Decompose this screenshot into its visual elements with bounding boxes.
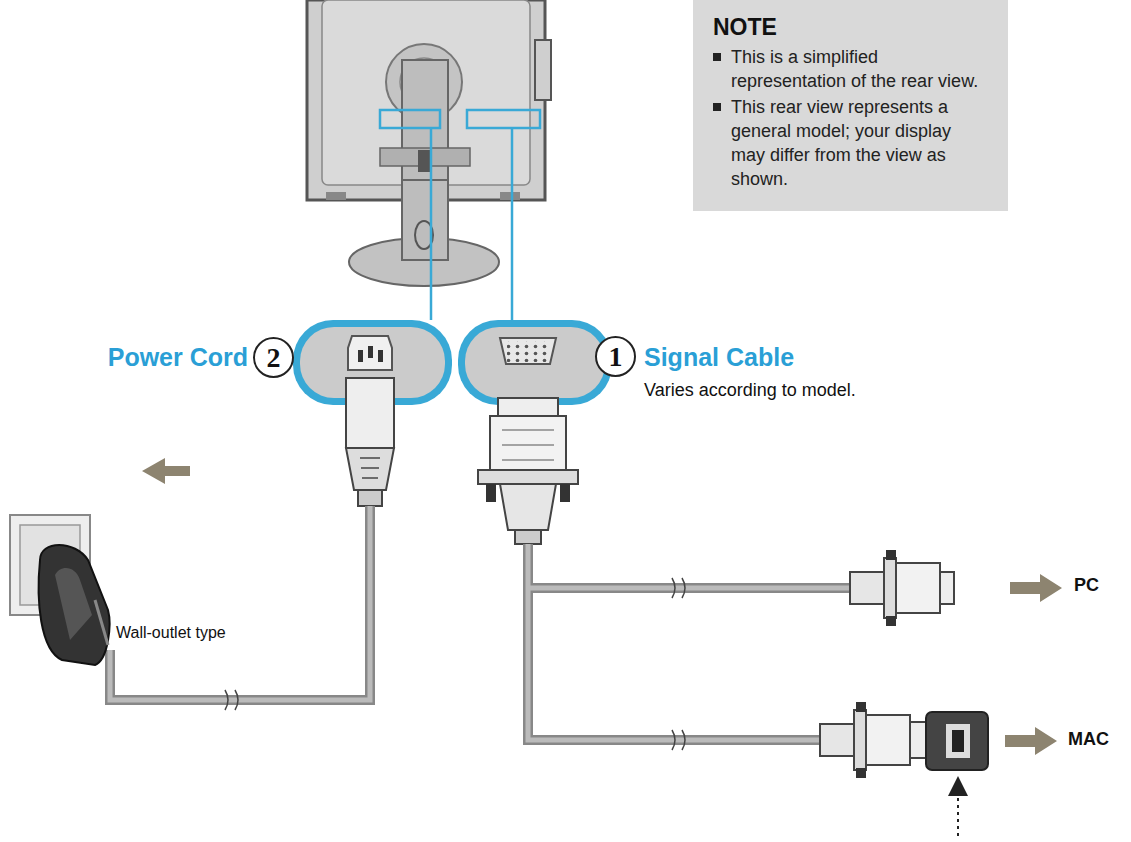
part-label: Signal Cable (644, 343, 794, 372)
note-text: This is a simplified representation of t… (731, 45, 990, 93)
signal-port-callout (458, 320, 612, 405)
note-box: NOTE This is a simplified representation … (693, 0, 1008, 211)
part-label: Wall-outlet type (116, 624, 226, 642)
callout-number: 1 (595, 336, 636, 377)
note-label: Varies according to model. (644, 380, 856, 401)
connection-label: PC (1074, 575, 1099, 596)
connection-label: MAC (1068, 729, 1109, 750)
note-heading: NOTE (713, 14, 990, 41)
monitor-rear (307, 0, 551, 320)
note-bullet-row: This rear view represents a general mode… (713, 95, 990, 191)
callout-number-text: 1 (609, 343, 623, 371)
bullet-square (713, 103, 721, 111)
callout-number-text: 2 (267, 344, 281, 372)
power-plug (110, 378, 394, 710)
part-label: Power Cord (108, 343, 248, 372)
note-bullet-row: This is a simplified representation of t… (713, 45, 990, 93)
vga-cable (478, 398, 1062, 836)
note-text: This rear view represents a general mode… (731, 95, 990, 191)
callout-number: 2 (253, 337, 294, 378)
bullet-square (713, 53, 721, 61)
